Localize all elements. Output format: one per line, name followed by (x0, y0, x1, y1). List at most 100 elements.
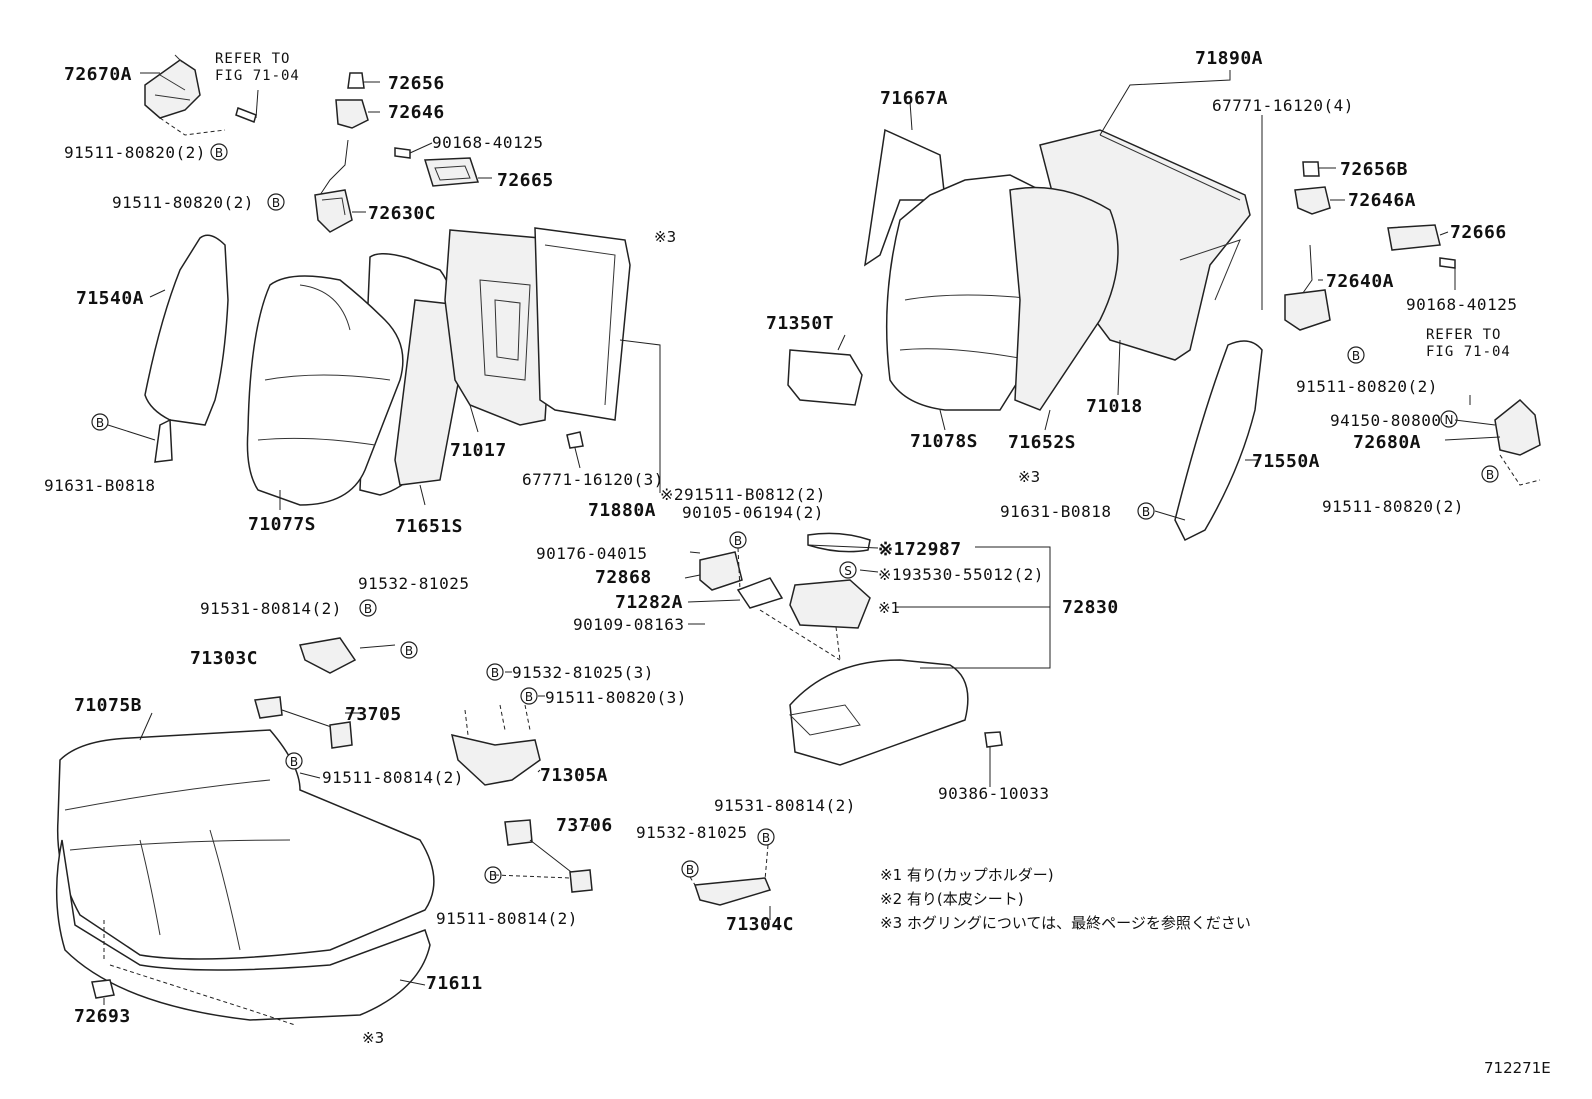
marker-b-text-15: B (686, 863, 694, 877)
notes-block: ※1 有り(カップホルダー) ※2 有り(本皮シート) ※3 ホグリングについて… (880, 866, 1251, 932)
part-71282A-bracket (736, 577, 784, 609)
leader-71880A (619, 339, 661, 493)
label-91531-80814-a: 91531-80814(2) (200, 599, 342, 618)
label-90109-08163: 90109-08163 (573, 615, 684, 634)
label-91511-80814-a: 91511-80814(2) (322, 768, 464, 787)
part-72640A-lock (1284, 244, 1331, 331)
label-91532-81025-b: 91532-81025 (636, 823, 747, 842)
part-71611-cushion-pad (55, 839, 431, 1021)
label-72670A: 72670A (64, 64, 132, 85)
label-71540A: 71540A (76, 288, 144, 309)
marker-b-12 (285, 752, 303, 770)
part-72680A-bracket (1444, 398, 1541, 486)
label-91511-80820-a: 91511-80820(2) (64, 143, 206, 162)
part-72646-knob (335, 99, 369, 129)
part-72830-armrest (788, 659, 969, 766)
marker-b-text-1: B (215, 146, 223, 160)
label-refer-2: REFER TO (1426, 327, 1501, 343)
label-72666: 72666 (1450, 222, 1507, 243)
marker-b-10 (486, 663, 504, 681)
note-2: ※2 有り(本皮シート) (880, 890, 1024, 908)
label-71018: 71018 (1086, 396, 1143, 417)
label-x3-bottom: ※3 (362, 1029, 384, 1047)
part-90168-screw-a (394, 147, 411, 159)
part-71075B-cushion-cover (56, 729, 435, 960)
part-73705-belt (254, 696, 353, 749)
label-72680A: 72680A (1353, 432, 1421, 453)
part-71305A-bracket (450, 733, 541, 786)
label-91511-80820-c: 91511-80820(2) (1296, 377, 1438, 396)
note-3: ※3 ホグリングについては、最終ページを参照ください (880, 914, 1251, 932)
note-1: ※1 有り(カップホルダー) (880, 866, 1054, 884)
label-72656: 72656 (388, 73, 445, 94)
part-71350T-pad (787, 349, 863, 406)
marker-s-text-1: S (844, 564, 852, 578)
marker-s-1 (839, 561, 857, 579)
marker-b-4 (1347, 346, 1365, 364)
marker-b-text-7: B (734, 534, 742, 548)
marker-n-text-1: N (1445, 413, 1454, 427)
marker-b-text-10: B (491, 666, 499, 680)
part-73706-belt (504, 819, 593, 893)
part-72987-mat (807, 532, 871, 553)
marker-b-9 (400, 641, 418, 659)
part-72656B-cap (1302, 161, 1320, 177)
label-x1: ※1 (878, 599, 900, 617)
marker-b-1 (210, 143, 228, 161)
part-71880A-board (534, 227, 631, 421)
label-91511-80820-b: 91511-80820(2) (112, 193, 254, 212)
marker-b-text-2: B (272, 196, 280, 210)
marker-b-text-12: B (290, 755, 298, 769)
label-67771-16120-4: 67771-16120(4) (1212, 96, 1354, 115)
label-71305A: 71305A (540, 765, 608, 786)
part-71667A-frame (864, 128, 946, 267)
marker-b-13 (484, 866, 502, 884)
marker-b-6 (1137, 502, 1155, 520)
leader-lines (103, 70, 1496, 1005)
label-71075B: 71075B (74, 695, 142, 716)
label-91532-81025-3: 91532-81025(3) (512, 663, 654, 682)
part-71550A-bolster (1174, 340, 1263, 542)
label-90176-04015: 90176-04015 (536, 544, 647, 563)
clip-67771-a (566, 431, 584, 449)
label-71652S: 71652S (1008, 432, 1076, 453)
label-71077S: 71077S (248, 514, 316, 535)
label-refer-1: REFER TO (215, 51, 290, 67)
label-73705: 73705 (345, 704, 402, 725)
label-94150-80800: 94150-80800 (1330, 411, 1441, 430)
dashed-guide (103, 920, 296, 1026)
marker-b-text-6: B (1142, 505, 1150, 519)
label-fig-1: FIG 71-04 (215, 68, 300, 84)
part-90386-stopper (984, 731, 1003, 748)
marker-b-text-4: B (1352, 349, 1360, 363)
label-91511-80814-b: 91511-80814(2) (436, 909, 578, 928)
part-72630C-lock (314, 139, 353, 233)
bolt-91511-80820-a (235, 89, 259, 123)
label-71890A: 71890A (1195, 48, 1263, 69)
label-90168-40125-a: 90168-40125 (432, 133, 543, 152)
part-72656-cap (347, 72, 365, 89)
label-71667A: 71667A (880, 88, 948, 109)
diagram-code: 712271E (1484, 1059, 1551, 1077)
label-71651S: 71651S (395, 516, 463, 537)
label-fig-2: FIG 71-04 (1426, 344, 1511, 360)
label-72665: 72665 (497, 170, 554, 191)
part-72646A-knob (1294, 186, 1331, 215)
marker-b-8 (359, 599, 377, 617)
marker-b-text-13: B (489, 869, 497, 883)
label-91631-B0818-a: 91631-B0818 (44, 476, 155, 495)
marker-b-text-11: B (525, 690, 533, 704)
part-72868-hinge (699, 551, 743, 591)
part-71017-frame (444, 229, 556, 426)
label-72656B: 72656B (1340, 159, 1408, 180)
part-71540A-bolster (144, 234, 229, 463)
label-91631-B0818-b: 91631-B0818 (1000, 502, 1111, 521)
marker-n-1 (1440, 410, 1458, 428)
part-72666-bezel (1387, 224, 1441, 251)
label-93530-55012: ※193530-55012(2) (878, 565, 1044, 584)
label-71303C: 71303C (190, 648, 258, 669)
part-71304C-hinge (693, 877, 772, 906)
marker-b-text-3: B (96, 416, 104, 430)
label-x3-mid: ※3 (1018, 468, 1040, 486)
marker-b-2 (267, 193, 285, 211)
